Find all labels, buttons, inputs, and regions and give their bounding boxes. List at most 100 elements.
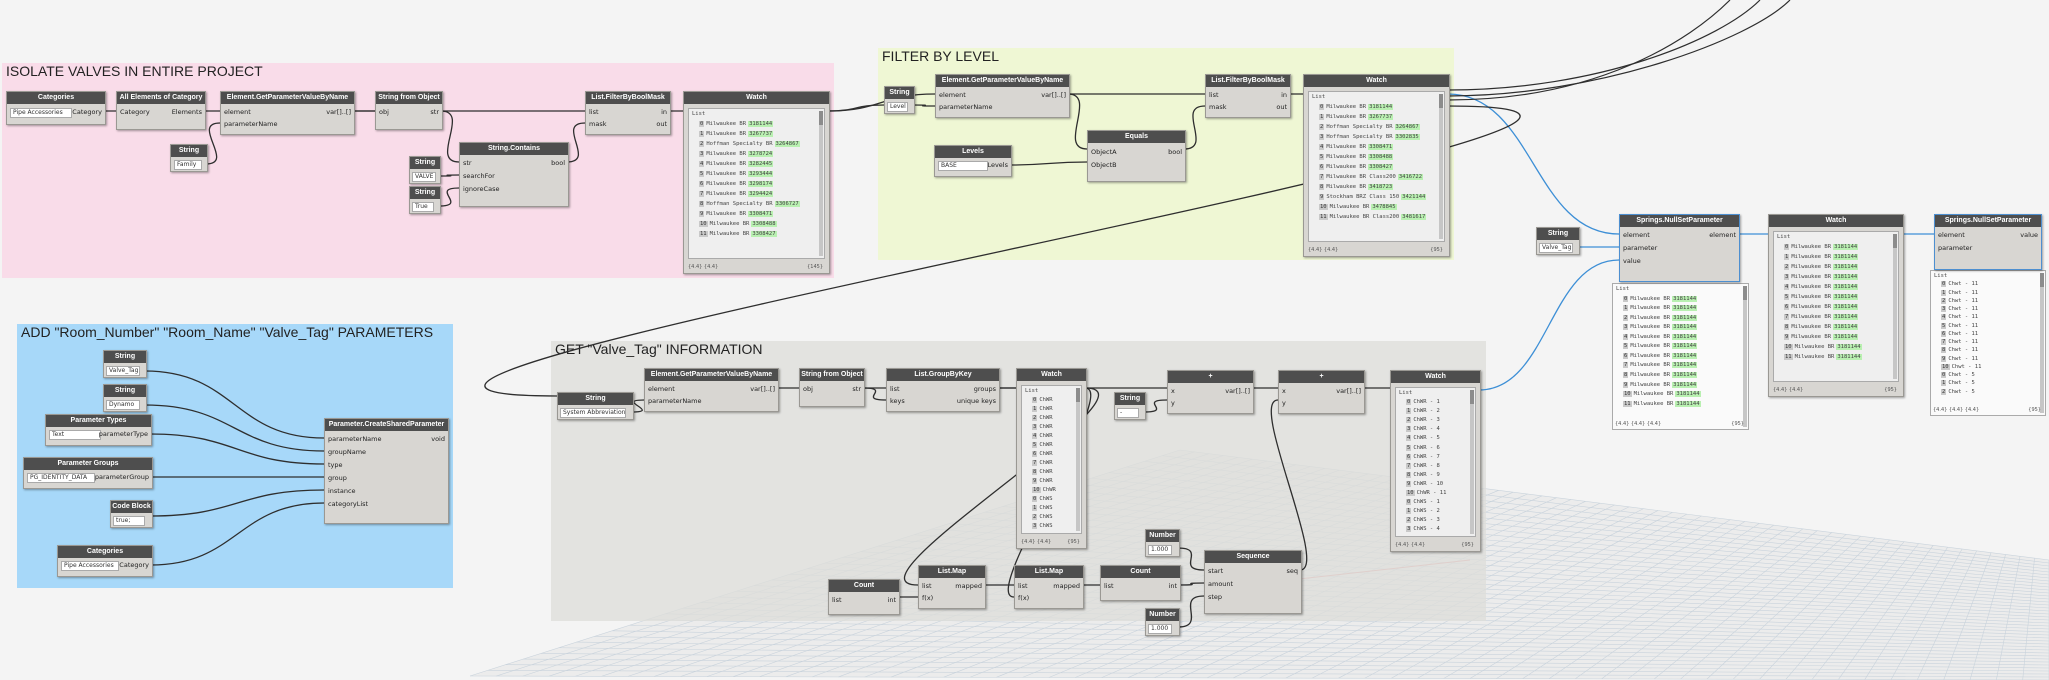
output-port[interactable]: var[]..[]	[750, 385, 775, 393]
output-port[interactable]: parameterType	[98, 430, 148, 438]
element-id-badge[interactable]: 3181144	[1833, 264, 1859, 270]
element-id-badge[interactable]: 3421144	[1401, 194, 1427, 200]
element-id-badge[interactable]: 3416722	[1397, 174, 1424, 180]
output-port[interactable]: out	[656, 120, 667, 128]
element-id-badge[interactable]: 3181144	[1672, 324, 1698, 331]
input-port[interactable]: keys	[890, 397, 905, 405]
scrollbar-thumb[interactable]	[819, 111, 823, 125]
scrollbar-thumb[interactable]	[1439, 94, 1443, 108]
output-port[interactable]: mapped	[955, 582, 982, 590]
number-node[interactable]: Number 1.000	[1145, 608, 1180, 636]
get-parameter-value-node[interactable]: Element.GetParameterValueByName element …	[220, 91, 355, 135]
output-port[interactable]: mapped	[1053, 582, 1080, 590]
input-port[interactable]: parameter	[1938, 244, 1973, 252]
input-port[interactable]: mask	[1209, 103, 1227, 111]
input-port[interactable]: start	[1208, 567, 1224, 575]
list-map-node[interactable]: List.Map list f(x) mapped	[1014, 565, 1084, 609]
output-port[interactable]: groups	[973, 385, 996, 393]
input-port[interactable]: searchFor	[463, 172, 495, 180]
output-port[interactable]: value	[2020, 231, 2038, 239]
element-id-badge[interactable]: 3478845	[1371, 204, 1397, 210]
string-node[interactable]: String Family	[170, 144, 208, 172]
all-elements-of-category-node[interactable]: All Elements of Category Category Elemen…	[116, 91, 206, 130]
input-port[interactable]: ObjectB	[1091, 161, 1117, 169]
scrollbar-thumb[interactable]	[1893, 234, 1897, 248]
output-port[interactable]: var[]..[]	[1225, 387, 1250, 395]
string-contains-node[interactable]: String.Contains str searchFor ignoreCase…	[459, 142, 569, 207]
element-id-badge[interactable]: 3181144	[1672, 381, 1698, 388]
element-id-badge[interactable]: 3181144	[1368, 104, 1394, 110]
element-id-badge[interactable]: 3308471	[1368, 144, 1394, 150]
input-port[interactable]: list	[1018, 582, 1028, 590]
output-port[interactable]: Category	[72, 108, 102, 116]
element-id-badge[interactable]: 3181144	[1836, 344, 1862, 350]
input-port[interactable]: type	[328, 461, 343, 469]
element-id-badge[interactable]: 3418723	[1368, 184, 1394, 190]
output-port[interactable]: str	[852, 385, 861, 393]
parameter-groups-node[interactable]: Parameter Groups PG_IDENTITY_DATA parame…	[23, 457, 153, 489]
element-id-badge[interactable]: 3308488	[751, 221, 777, 227]
filter-by-bool-mask-node[interactable]: List.FilterByBoolMask list mask in out	[585, 91, 671, 135]
string-node[interactable]: String Valve_Tag	[103, 350, 147, 378]
watch-scrollbar[interactable]	[1470, 390, 1474, 534]
element-id-badge[interactable]: 3181144	[1672, 372, 1698, 378]
input-port[interactable]: value	[1623, 257, 1641, 265]
input-port[interactable]: list	[922, 582, 932, 590]
list-map-node[interactable]: List.Map list f(x) mapped	[918, 565, 986, 609]
string-node[interactable]: String True	[409, 186, 441, 214]
watch-scrollbar[interactable]	[1893, 234, 1897, 379]
input-port[interactable]: parameterName	[648, 397, 702, 405]
output-port[interactable]: in	[1281, 91, 1287, 99]
watch-scrollbar[interactable]	[1743, 286, 1747, 427]
input-port[interactable]: mask	[589, 120, 607, 128]
element-id-badge[interactable]: 3181144	[1833, 244, 1859, 250]
input-port[interactable]: f(x)	[922, 594, 934, 602]
string-input[interactable]: Dynamo	[106, 400, 140, 410]
output-port[interactable]: var[]..[]	[1041, 91, 1066, 99]
element-id-badge[interactable]: 3181144	[1833, 294, 1859, 300]
categories-node[interactable]: Categories Pipe Accessories Category	[6, 91, 106, 125]
element-id-badge[interactable]: 3264867	[1394, 124, 1420, 130]
input-port[interactable]: categoryList	[328, 500, 369, 508]
output-port[interactable]: Levels	[987, 161, 1008, 169]
output-port[interactable]: void	[431, 435, 445, 443]
input-port[interactable]: list	[1104, 582, 1114, 590]
element-id-badge[interactable]: 3181144	[1833, 314, 1859, 320]
element-id-badge[interactable]: 3181144	[1833, 274, 1859, 280]
input-port[interactable]: ignoreCase	[463, 185, 500, 193]
element-id-badge[interactable]: 3481617	[1401, 214, 1427, 220]
input-port[interactable]: str	[463, 159, 472, 167]
element-id-badge[interactable]: 3181144	[1833, 324, 1859, 330]
input-port[interactable]: parameter	[1623, 244, 1658, 252]
input-port[interactable]: element	[648, 385, 675, 393]
output-port[interactable]: int	[1168, 582, 1177, 590]
element-id-badge[interactable]: 3181144	[1672, 333, 1698, 340]
element-id-badge[interactable]: 3181144	[1675, 400, 1701, 407]
watch-scrollbar[interactable]	[2040, 273, 2044, 413]
scrollbar-thumb[interactable]	[2040, 273, 2044, 287]
element-id-badge[interactable]: 3181144	[1672, 295, 1698, 302]
input-port[interactable]: parameterName	[939, 103, 993, 111]
input-port[interactable]: f(x)	[1018, 594, 1030, 602]
string-node[interactable]: String Valve_Tag	[1536, 227, 1580, 255]
element-id-badge[interactable]: 3264867	[774, 141, 800, 147]
element-id-badge[interactable]: 3298174	[748, 181, 774, 187]
element-id-badge[interactable]: 3181144	[1833, 334, 1859, 340]
count-node[interactable]: Count list int	[828, 579, 900, 615]
element-id-badge[interactable]: 3294424	[748, 191, 774, 197]
input-port[interactable]: group	[328, 474, 347, 482]
string-node[interactable]: String Level	[884, 86, 915, 114]
input-port[interactable]: Category	[120, 108, 150, 116]
element-id-badge[interactable]: 3267737	[748, 131, 774, 137]
level-dropdown[interactable]: BASE	[938, 161, 988, 171]
filter-by-bool-mask-node[interactable]: List.FilterByBoolMask list mask in out	[1205, 74, 1291, 118]
string-input[interactable]: -	[1117, 408, 1139, 418]
input-port[interactable]: obj	[803, 385, 813, 393]
output-port[interactable]: in	[661, 108, 667, 116]
output-port[interactable]: str	[430, 108, 439, 116]
